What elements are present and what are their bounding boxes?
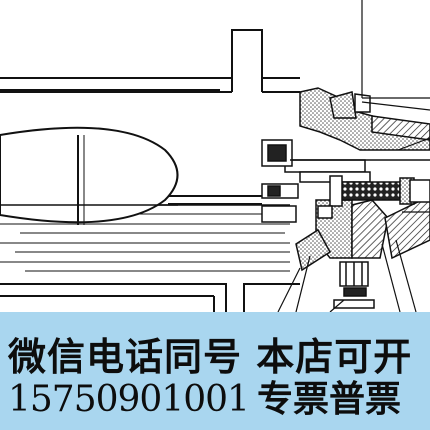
invoice-types: 专票普票 (256, 379, 401, 420)
bottom-nut (333, 261, 375, 309)
banner-slogan: 微信电话同号 本店可开 (8, 335, 413, 379)
float-ball (0, 126, 179, 225)
tank-bottom-wall (0, 283, 300, 312)
valve-body (295, 87, 430, 272)
valve-stem (261, 139, 430, 223)
float-arm (168, 195, 262, 205)
leader-lines (277, 0, 430, 313)
tank-top-wall (0, 29, 300, 93)
contact-banner (0, 312, 430, 430)
phone-number: 15750901001 (8, 379, 250, 420)
